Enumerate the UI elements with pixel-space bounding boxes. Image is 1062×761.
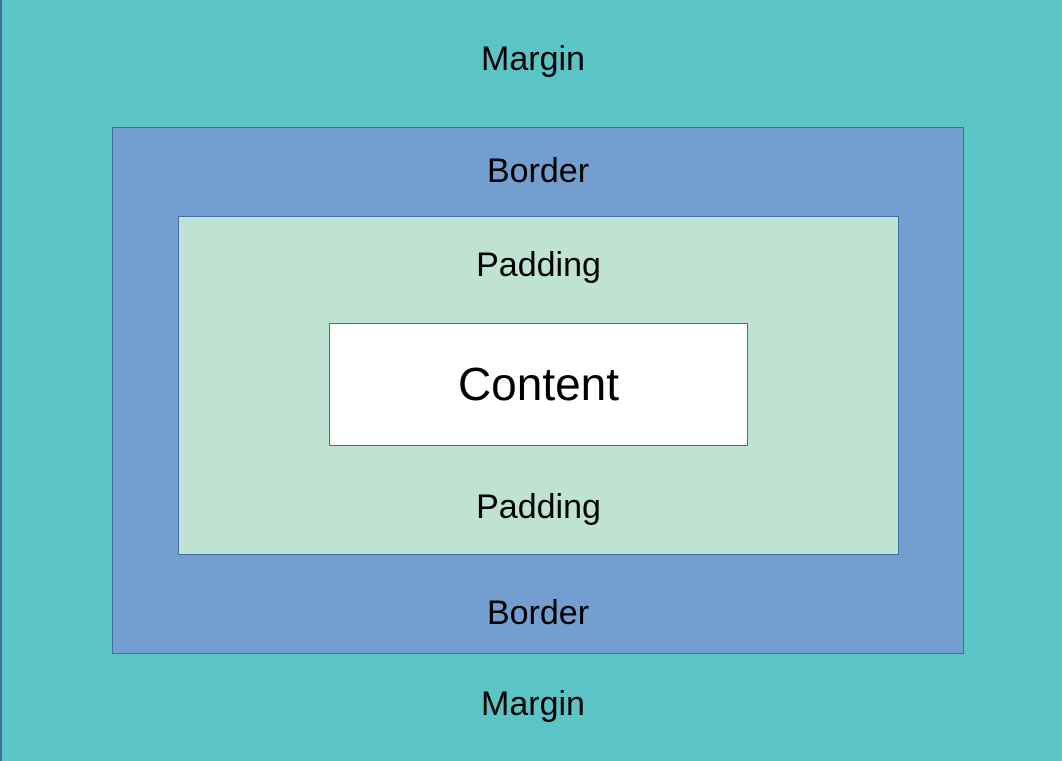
padding-area: Padding Padding Content xyxy=(178,216,899,555)
border-bottom-label: Border xyxy=(486,594,590,632)
border-area: Border Border Padding Padding Content xyxy=(112,127,964,654)
margin-bottom-label: Margin xyxy=(481,685,585,723)
content-label: Content xyxy=(457,358,620,410)
border-top-label: Border xyxy=(486,152,590,190)
content-area: Content xyxy=(329,323,748,446)
padding-bottom-label: Padding xyxy=(476,488,601,526)
margin-top-label: Margin xyxy=(481,40,585,78)
padding-top-label: Padding xyxy=(476,246,601,284)
